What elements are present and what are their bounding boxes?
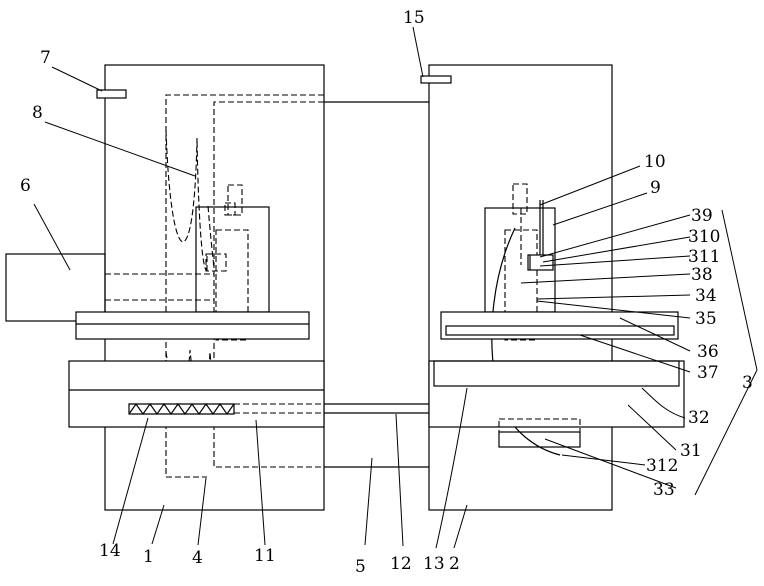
label-9: 9 (650, 178, 661, 198)
side-box-6 (6, 254, 105, 321)
coil-8 (166, 130, 206, 270)
right-housing (429, 65, 612, 510)
label-32: 32 (688, 408, 710, 428)
label-11: 11 (254, 546, 276, 566)
connecting-rod-12 (324, 404, 429, 413)
label-38: 38 (691, 265, 713, 285)
label-4: 4 (192, 548, 203, 568)
label-36: 36 (697, 342, 719, 362)
label-37: 37 (697, 363, 719, 383)
label-312: 312 (646, 456, 678, 476)
label-3: 3 (742, 373, 753, 393)
label-35: 35 (695, 309, 717, 329)
right-platform (441, 312, 678, 339)
label-2: 2 (449, 554, 460, 574)
label-6: 6 (20, 176, 31, 196)
label-13: 13 (423, 554, 445, 574)
label-310: 310 (688, 227, 720, 247)
label-14: 14 (99, 541, 121, 561)
label-1: 1 (143, 547, 154, 567)
label-31: 31 (680, 441, 702, 461)
label-10: 10 (644, 152, 666, 172)
label-5: 5 (355, 557, 366, 577)
left-base-plate (69, 361, 324, 427)
label-39: 39 (691, 206, 713, 226)
label-34: 34 (695, 286, 717, 306)
left-platform (76, 312, 309, 339)
reference-labels: 7 8 6 15 10 9 39 310 311 38 34 35 36 37 … (20, 8, 753, 577)
label-15: 15 (403, 8, 425, 28)
right-base-plate (429, 361, 684, 427)
label-8: 8 (32, 103, 43, 123)
label-311: 311 (688, 247, 720, 267)
label-33: 33 (653, 480, 675, 500)
label-7: 7 (40, 48, 51, 68)
handle-15 (421, 76, 451, 83)
label-12: 12 (390, 554, 412, 574)
